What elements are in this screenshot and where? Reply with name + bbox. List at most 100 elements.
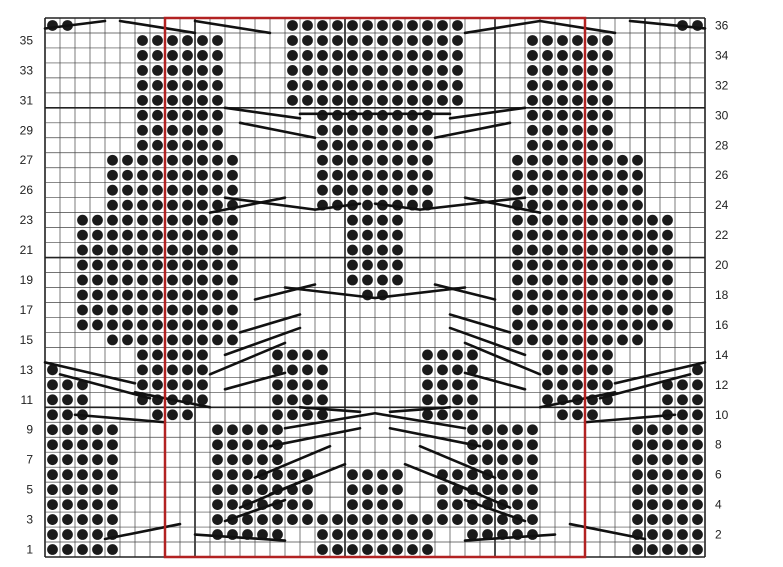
purl-stitch-dot: [107, 214, 118, 226]
purl-stitch-dot: [137, 169, 148, 181]
purl-stitch-dot: [197, 79, 208, 91]
purl-stitch-dot: [287, 94, 298, 106]
row-number-label: 9: [26, 423, 33, 437]
purl-stitch-dot: [317, 35, 328, 46]
row-number-label: 35: [20, 33, 34, 47]
purl-stitch-dot: [587, 259, 598, 271]
purl-stitch-dot: [452, 50, 463, 61]
purl-stitch-dot: [692, 544, 703, 555]
row-number-label: 10: [715, 408, 729, 422]
purl-stitch-dot: [572, 65, 583, 76]
purl-stitch-dot: [167, 319, 178, 331]
purl-stitch-dot: [572, 289, 583, 301]
purl-stitch-dot: [302, 79, 313, 91]
purl-stitch-dot: [62, 379, 73, 391]
purl-stitch-dot: [332, 529, 343, 540]
purl-stitch-dot: [167, 154, 178, 166]
purl-stitch-dot: [392, 469, 403, 481]
purl-stitch-dot: [152, 184, 163, 196]
purl-stitch-dot: [212, 244, 223, 256]
purl-stitch-dot: [212, 139, 223, 151]
purl-stitch-dot: [557, 349, 568, 361]
purl-stitch-dot: [182, 244, 193, 256]
purl-stitch-dot: [422, 169, 433, 181]
purl-stitch-dot: [557, 169, 568, 181]
purl-stitch-dot: [332, 65, 343, 76]
purl-stitch-dot: [482, 439, 493, 451]
cable-cross-line: [448, 313, 512, 334]
purl-stitch-dot: [167, 229, 178, 241]
purl-stitch-dot: [47, 514, 58, 525]
purl-stitch-dot: [587, 334, 598, 346]
purl-stitch-dot: [677, 544, 688, 555]
cable-cross-line: [388, 426, 482, 448]
purl-stitch-dot: [152, 199, 163, 211]
purl-stitch-dot: [122, 199, 133, 211]
purl-stitch-dot: [677, 394, 688, 406]
cable-lines: [43, 19, 707, 542]
purl-stitch-dot: [572, 214, 583, 226]
row-number-label: 13: [20, 363, 34, 377]
purl-stitch-dot: [242, 514, 253, 525]
purl-stitch-dot: [347, 169, 358, 181]
purl-stitch-dot: [422, 79, 433, 91]
purl-stitch-dot: [662, 289, 673, 301]
purl-stitch-dot: [212, 109, 223, 121]
purl-stitch-dot: [572, 244, 583, 256]
purl-stitch-dot: [212, 454, 223, 466]
purl-stitch-dot: [107, 514, 118, 525]
purl-stitch-dot: [662, 499, 673, 510]
purl-stitch-dot: [167, 274, 178, 286]
purl-stitch-dot: [212, 484, 223, 496]
purl-stitch-dot: [437, 35, 448, 46]
purl-stitch-dot: [542, 379, 553, 391]
purl-stitch-dot: [662, 214, 673, 226]
purl-stitch-dot: [107, 544, 118, 555]
purl-stitch-dot: [242, 484, 253, 496]
cable-cross-line: [268, 426, 362, 448]
purl-stitch-dot: [392, 20, 403, 31]
purl-stitch-dot: [182, 289, 193, 301]
purl-stitch-dot: [527, 259, 538, 271]
purl-stitch-dot: [497, 484, 508, 496]
purl-stitch-dot: [182, 109, 193, 121]
purl-stitch-dot: [527, 334, 538, 346]
purl-stitch-dot: [77, 214, 88, 226]
purl-stitch-dot: [197, 349, 208, 361]
stitch-dots: [47, 20, 703, 555]
purl-stitch-dot: [302, 50, 313, 61]
purl-stitch-dot: [377, 154, 388, 166]
purl-stitch-dot: [587, 154, 598, 166]
purl-stitch-dot: [647, 229, 658, 241]
purl-stitch-dot: [467, 529, 478, 540]
purl-stitch-dot: [107, 469, 118, 481]
purl-stitch-dot: [452, 94, 463, 106]
purl-stitch-dot: [302, 409, 313, 421]
purl-stitch-dot: [647, 529, 658, 540]
purl-stitch-dot: [602, 94, 613, 106]
cable-cross-line: [133, 391, 212, 409]
purl-stitch-dot: [422, 94, 433, 106]
purl-stitch-dot: [542, 349, 553, 361]
purl-stitch-dot: [137, 94, 148, 106]
purl-stitch-dot: [572, 169, 583, 181]
purl-stitch-dot: [47, 424, 58, 436]
purl-stitch-dot: [287, 35, 298, 46]
purl-stitch-dot: [362, 20, 373, 31]
cable-cross-line: [463, 19, 542, 35]
purl-stitch-dot: [392, 529, 403, 540]
purl-stitch-dot: [242, 424, 253, 436]
purl-stitch-dot: [437, 499, 448, 510]
purl-stitch-dot: [467, 409, 478, 421]
purl-stitch-dot: [542, 79, 553, 91]
purl-stitch-dot: [452, 65, 463, 76]
purl-stitch-dot: [167, 214, 178, 226]
purl-stitch-dot: [407, 139, 418, 151]
purl-stitch-dot: [602, 274, 613, 286]
purl-stitch-dot: [167, 65, 178, 76]
purl-stitch-dot: [137, 214, 148, 226]
purl-stitch-dot: [467, 364, 478, 376]
row-number-label: 17: [20, 303, 34, 317]
purl-stitch-dot: [227, 289, 238, 301]
purl-stitch-dot: [137, 289, 148, 301]
